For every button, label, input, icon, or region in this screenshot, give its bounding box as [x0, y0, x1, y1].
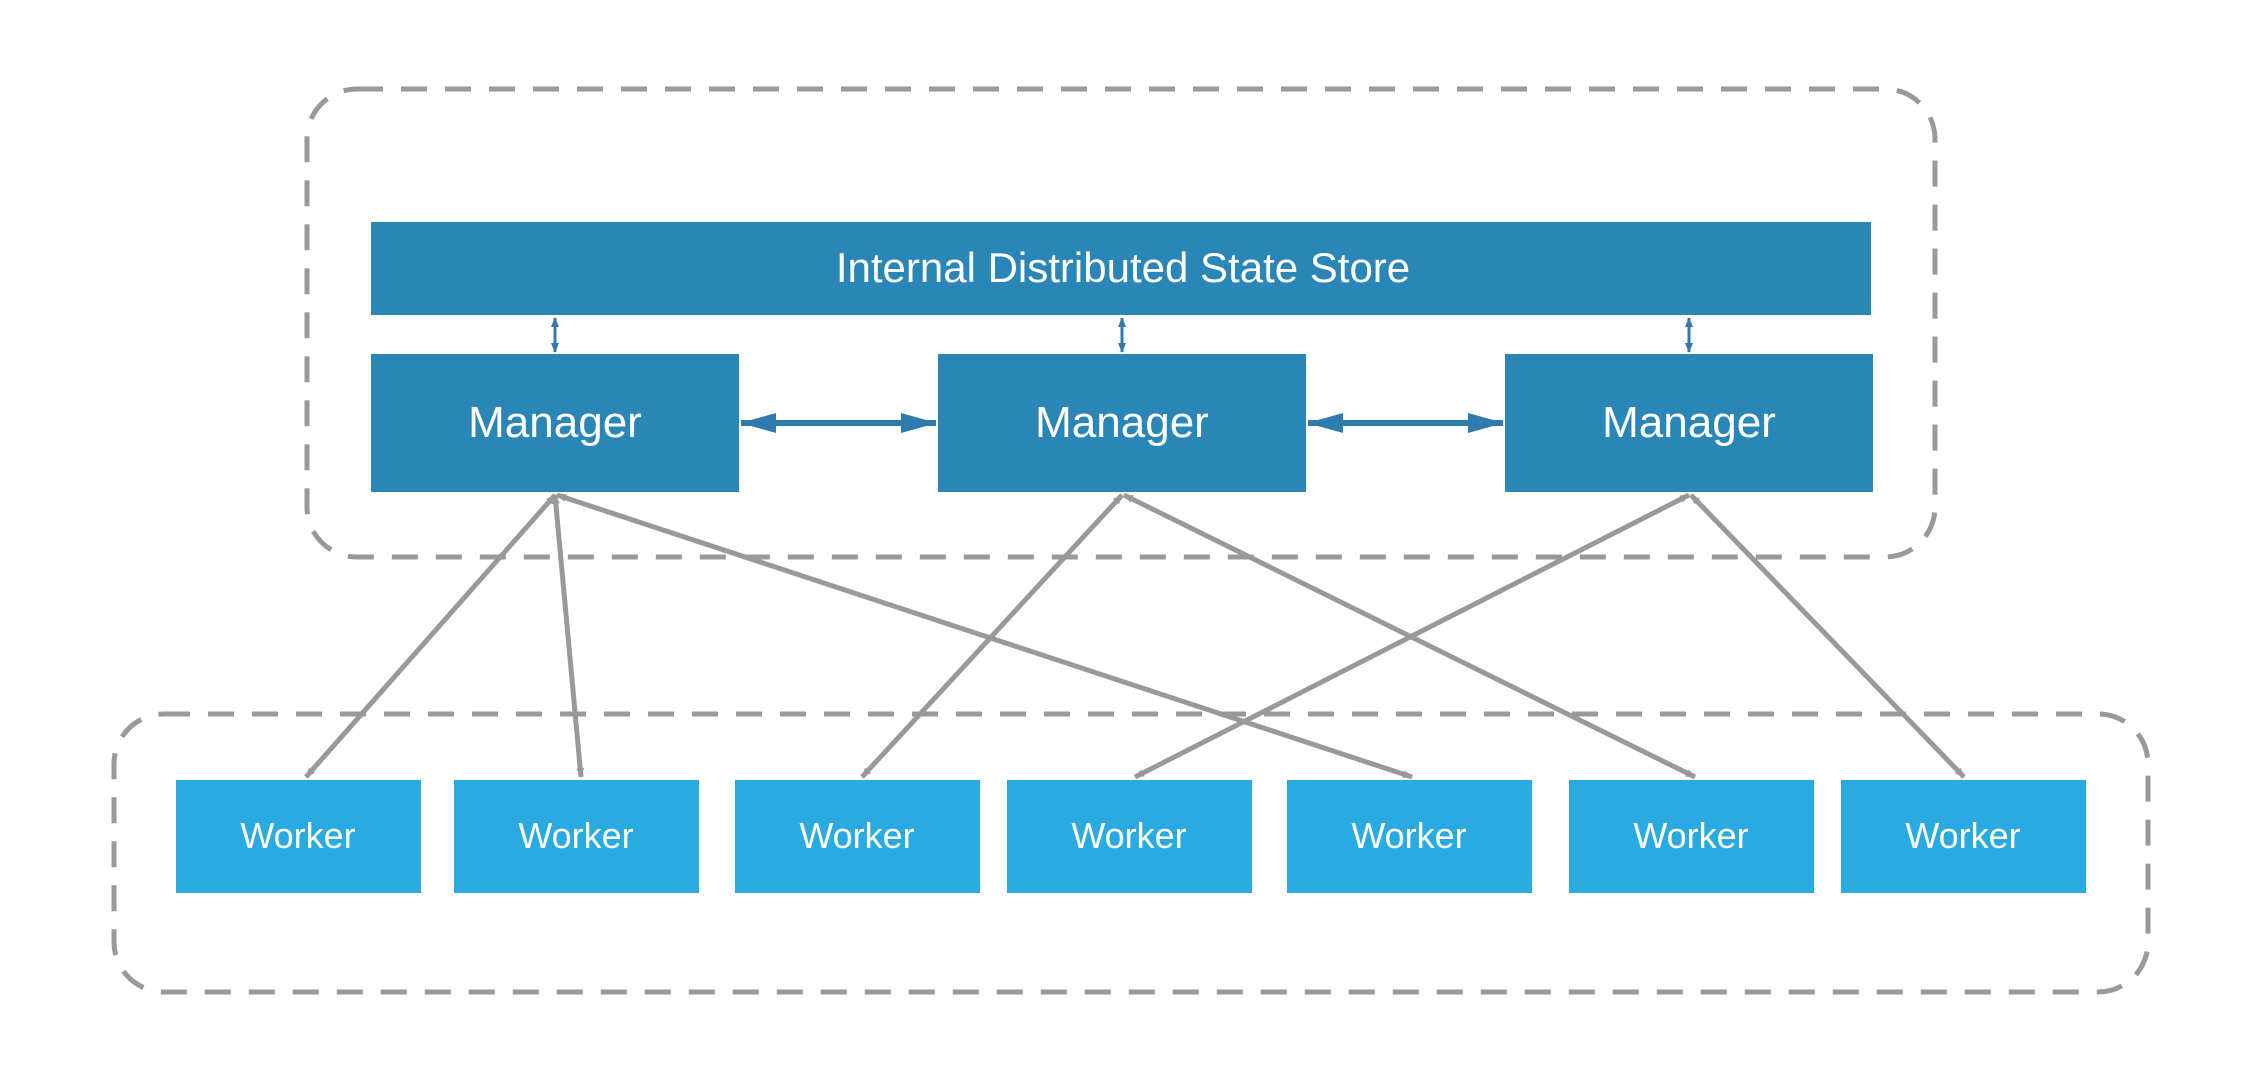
worker-7: Worker: [1841, 780, 2086, 893]
worker-3-label: Worker: [799, 815, 914, 856]
state-store: Internal Distributed State Store: [371, 222, 1871, 315]
worker-1-label: Worker: [240, 815, 355, 856]
worker-cluster-boundary: [111, 711, 2151, 995]
manager-2: Manager: [938, 354, 1306, 492]
manager-1: Manager: [371, 354, 739, 492]
manager-2-label: Manager: [1035, 398, 1209, 447]
worker-7-box: [1841, 780, 2086, 893]
manager-3: Manager: [1505, 354, 1873, 492]
store-manager-links: [551, 317, 1693, 353]
state-store-box: [371, 222, 1871, 315]
manager-1-box: [371, 354, 739, 492]
worker-3: Worker: [735, 780, 980, 893]
manager-3-label: Manager: [1602, 398, 1776, 447]
manager-1-label: Manager: [468, 398, 642, 447]
worker-2: Worker: [454, 780, 699, 893]
worker-5-box: [1287, 780, 1532, 893]
manager-2-box: [938, 354, 1306, 492]
worker-5-label: Worker: [1351, 815, 1466, 856]
link-m2-w3: [860, 493, 1124, 779]
state-store-label: Internal Distributed State Store: [836, 244, 1410, 291]
worker-2-label: Worker: [518, 815, 633, 856]
worker-4-box: [1007, 780, 1252, 893]
worker-2-box: [454, 780, 699, 893]
worker-3-box: [735, 780, 980, 893]
worker-6: Worker: [1569, 780, 1814, 893]
link-m1-w2: [551, 494, 585, 778]
link-m1-w5: [556, 492, 1413, 780]
worker-6-label: Worker: [1633, 815, 1748, 856]
worker-4-label: Worker: [1071, 815, 1186, 856]
manager-worker-links: [304, 492, 1966, 780]
manager-3-box: [1505, 354, 1873, 492]
link-m3-w4: [1133, 492, 1691, 780]
link-m1-w1: [304, 493, 557, 779]
worker-7-label: Worker: [1905, 815, 2020, 856]
worker-1-box: [176, 780, 421, 893]
worker-1: Worker: [176, 780, 421, 893]
worker-5: Worker: [1287, 780, 1532, 893]
worker-6-box: [1569, 780, 1814, 893]
worker-4: Worker: [1007, 780, 1252, 893]
link-m3-w7: [1689, 493, 1966, 779]
